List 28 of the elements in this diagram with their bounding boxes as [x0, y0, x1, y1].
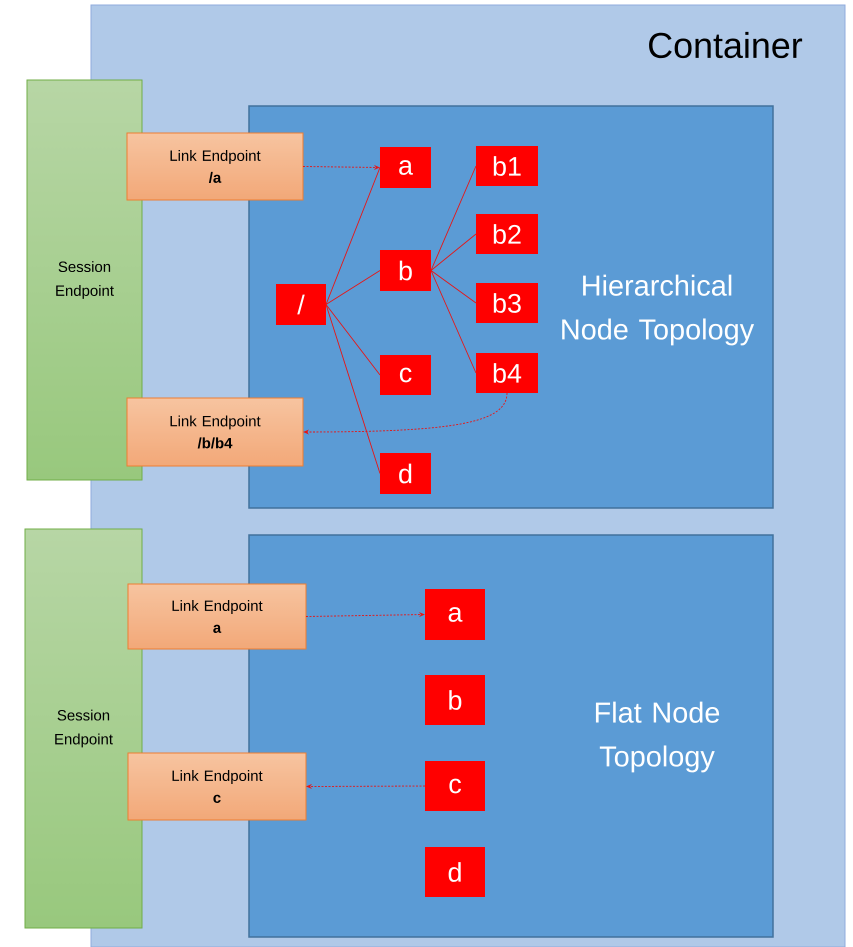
link-endpoint-box: Link Endpoint c	[128, 752, 306, 820]
connector-line	[326, 270, 380, 305]
tree-node: c	[380, 355, 431, 395]
topology-title: Hierarchical Node Topology	[562, 274, 754, 346]
tree-node: d	[380, 453, 431, 494]
tree-node: a	[380, 147, 431, 188]
tree-node: b2	[476, 214, 538, 254]
connector-line	[430, 234, 476, 271]
tree-node: /	[276, 284, 326, 325]
link-endpoint-box: Link Endpoint /a	[126, 132, 304, 200]
tree-node: b	[425, 675, 485, 725]
connector-line	[326, 304, 380, 474]
connector-line	[430, 270, 476, 304]
tree-node: b	[380, 250, 431, 291]
tree-node: b1	[476, 146, 538, 186]
connector-line	[430, 270, 476, 374]
topology-title: Flat Node Topology	[596, 702, 720, 772]
tree-node: a	[425, 589, 485, 640]
container-title: Container	[649, 32, 802, 58]
tree-node: c	[425, 761, 485, 811]
tree-node: d	[425, 847, 485, 897]
connector-line	[326, 304, 380, 376]
tree-node: b3	[476, 283, 538, 323]
connector-line	[326, 167, 380, 305]
link-endpoint-box: Link Endpoint a	[128, 584, 306, 650]
link-endpoint-box: Link Endpoint /b/b4	[126, 398, 304, 466]
connector-line	[430, 166, 476, 271]
tree-node: b4	[476, 353, 538, 393]
